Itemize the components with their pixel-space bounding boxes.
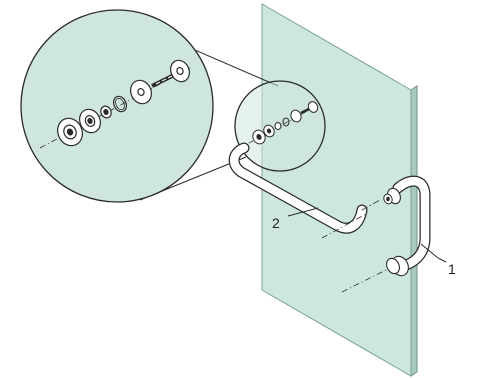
- fastener-set: [252, 101, 319, 145]
- handle-inner: [228, 142, 381, 234]
- detail-source-circle: [234, 80, 326, 172]
- detail-magnifier: [20, 9, 214, 203]
- callout-1: 1: [448, 261, 456, 277]
- magnified-fastener-set: [57, 59, 190, 147]
- handle-outer: [383, 175, 431, 277]
- leader-lines: [287, 207, 447, 263]
- callout-2: 2: [272, 215, 280, 231]
- glass-panel-edge: [410, 85, 418, 377]
